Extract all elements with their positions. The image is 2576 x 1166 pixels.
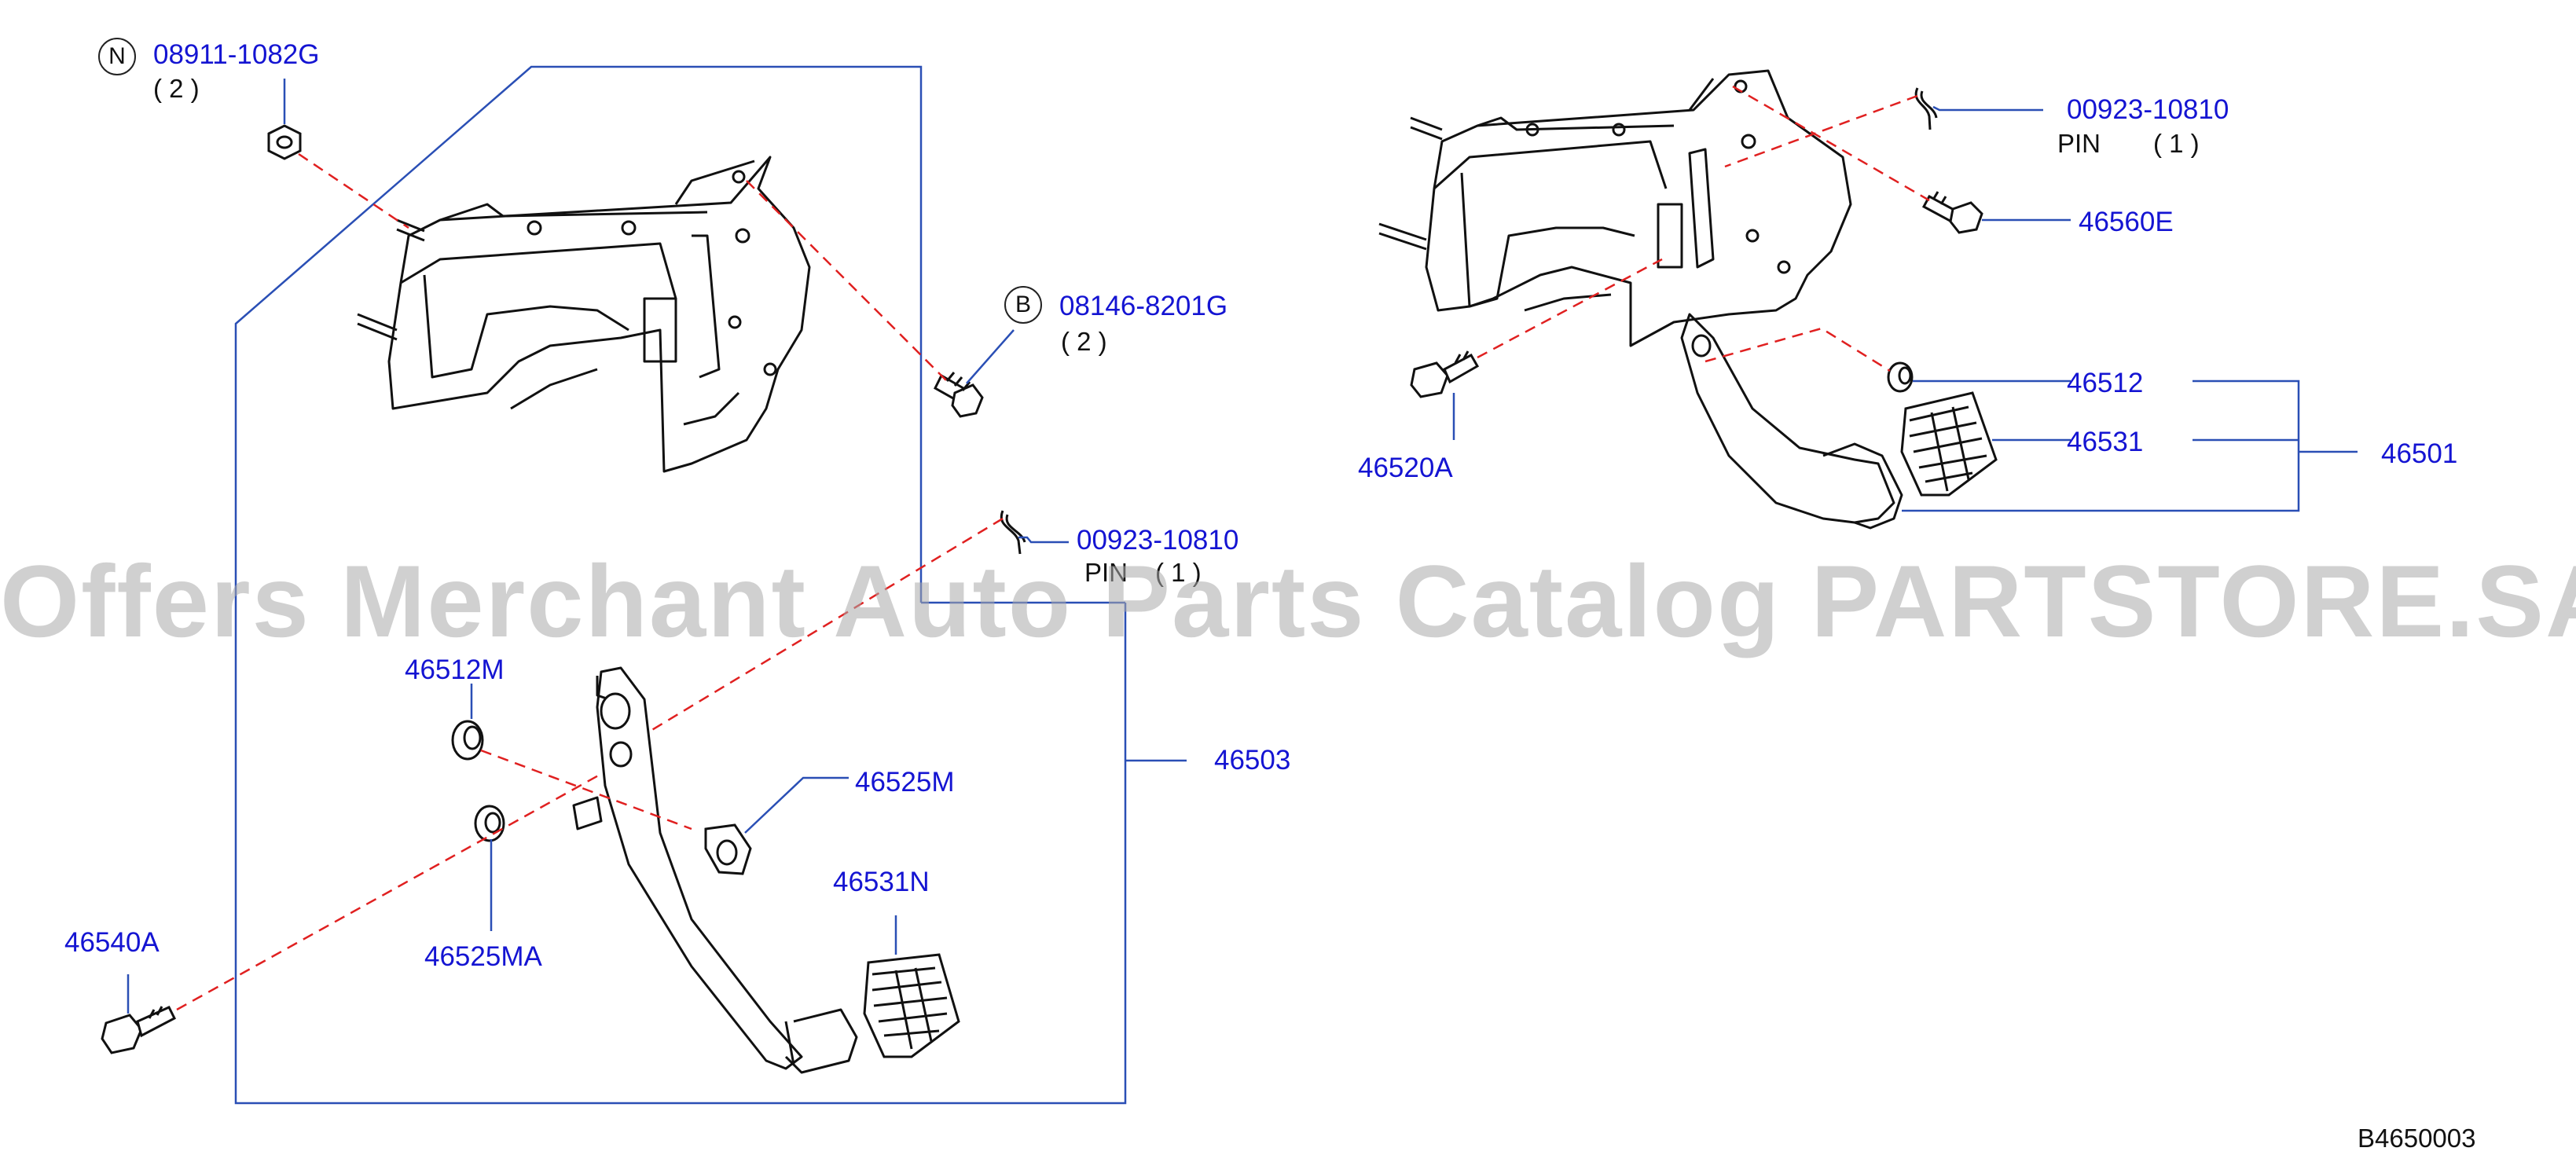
right-pin-name: PIN [2057,129,2101,158]
right-cotter-pin [1914,87,1938,130]
right-pedal-bracket [1378,69,1852,347]
part-46560E[interactable]: 46560E [2079,207,2174,237]
right-dashed-lines [1477,85,1930,372]
figure-code: B4650003 [2358,1124,2476,1153]
left-pedal-arm [572,666,858,1074]
left-pin-quantity: ( 1 ) [1155,558,1202,587]
left-pedal-bracket [357,156,811,473]
nut-marker-n: N [98,38,136,75]
nut-quantity: ( 2 ) [153,74,200,103]
bolt-part-number[interactable]: 08146-8201G [1059,291,1228,321]
right-pedal-arm [1680,313,1903,530]
part-46512M[interactable]: 46512M [405,654,505,685]
right-bolt-46560E [1921,191,1983,234]
left-bushing-46525MA [474,805,505,842]
left-leader-lines [127,79,1187,1014]
part-46525MA[interactable]: 46525MA [424,941,542,972]
left-pedal-pad [863,953,960,1058]
left-pin-part-number[interactable]: 00923-10810 [1077,525,1239,556]
left-group-outline [234,65,1127,1105]
right-pin-part-number[interactable]: 00923-10810 [2067,94,2229,125]
part-46512[interactable]: 46512 [2067,368,2144,398]
left-nut [267,124,302,160]
left-pin-name: PIN [1084,558,1128,587]
right-leader-lines [1452,105,2358,512]
part-46540A[interactable]: 46540A [64,927,160,958]
part-46520A[interactable]: 46520A [1358,453,1453,483]
part-46531[interactable]: 46531 [2067,427,2144,457]
part-46531N[interactable]: 46531N [833,867,930,897]
part-46501[interactable]: 46501 [2381,438,2458,469]
bolt-marker-b: B [1004,286,1042,324]
right-stopper-46512 [1887,361,1914,393]
left-bushing-46512M [451,720,484,761]
right-pivot-bolt [1410,350,1480,398]
left-bracket-bolt [934,372,984,418]
watermark-text: Offers Merchant Auto Parts Catalog PARTS… [0,544,2576,658]
left-dashed-lines [176,152,1004,1011]
left-pivot-bolt [101,1006,176,1054]
part-46525M[interactable]: 46525M [855,767,955,798]
left-clip-46525M [704,823,752,875]
nut-part-number[interactable]: 08911-1082G [153,39,320,70]
bolt-quantity: ( 2 ) [1061,327,1107,356]
right-pin-quantity: ( 1 ) [2153,129,2200,158]
right-pedal-pad [1900,391,1998,497]
part-46503[interactable]: 46503 [1214,745,1291,776]
left-cotter-pin [1000,510,1026,555]
